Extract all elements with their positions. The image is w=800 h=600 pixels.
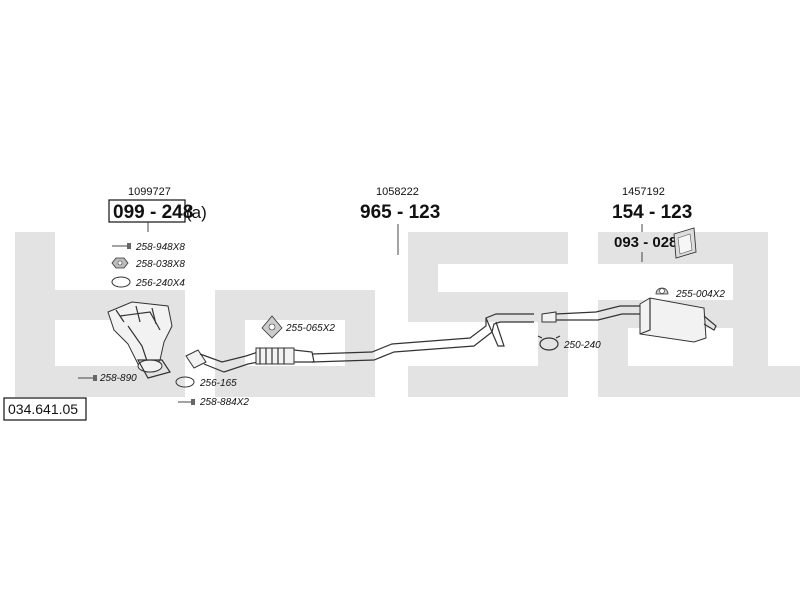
rubber-mount-icon xyxy=(655,287,669,295)
rear-silencer-drawing xyxy=(541,297,717,343)
clamp-icon xyxy=(537,335,561,351)
rubber-mount-icon xyxy=(261,315,283,339)
label-clamp: 250-240 xyxy=(563,340,601,351)
front-part-box xyxy=(108,199,186,223)
front-part-number: 099 - 248 xyxy=(113,202,193,223)
label-mount-b: 255-004X2 xyxy=(675,289,725,300)
nut-icon xyxy=(111,257,129,269)
gasket-icon xyxy=(111,276,131,288)
rear-part-number: 154 - 123 xyxy=(612,202,692,223)
label-mount-a: 255-065X2 xyxy=(285,323,335,334)
bolt-icon xyxy=(178,399,195,405)
rear-sub-part-number: 093 - 028 xyxy=(614,234,677,251)
label-bolt-c: 258-884X2 xyxy=(199,397,249,408)
front-pipe-drawing xyxy=(185,347,315,373)
middle-pipe-drawing xyxy=(311,313,534,363)
label-bolt-a: 258-948X8 xyxy=(135,242,185,253)
label-bolt-b: 258-890 xyxy=(99,373,137,384)
front-part-suffix: (a) xyxy=(186,203,207,222)
label-gasket-b: 256-165 xyxy=(199,378,237,389)
middle-part-number: 965 - 123 xyxy=(360,202,440,223)
catalog-number: 034.641.05 xyxy=(8,401,78,417)
rear-ref-number: 1457192 xyxy=(622,186,665,198)
middle-ref-number: 1058222 xyxy=(376,186,419,198)
label-gasket-a: 256-240X4 xyxy=(135,278,185,289)
catalytic-converter-drawing xyxy=(107,301,173,379)
catalog-number-box xyxy=(3,397,87,421)
label-nut: 258-038X8 xyxy=(135,259,185,270)
gasket-icon xyxy=(175,376,195,388)
bolt-icon xyxy=(112,243,131,249)
bolt-icon xyxy=(78,375,97,381)
front-ref-number: 1099727 xyxy=(128,186,171,198)
heat-shield-icon xyxy=(673,227,697,259)
